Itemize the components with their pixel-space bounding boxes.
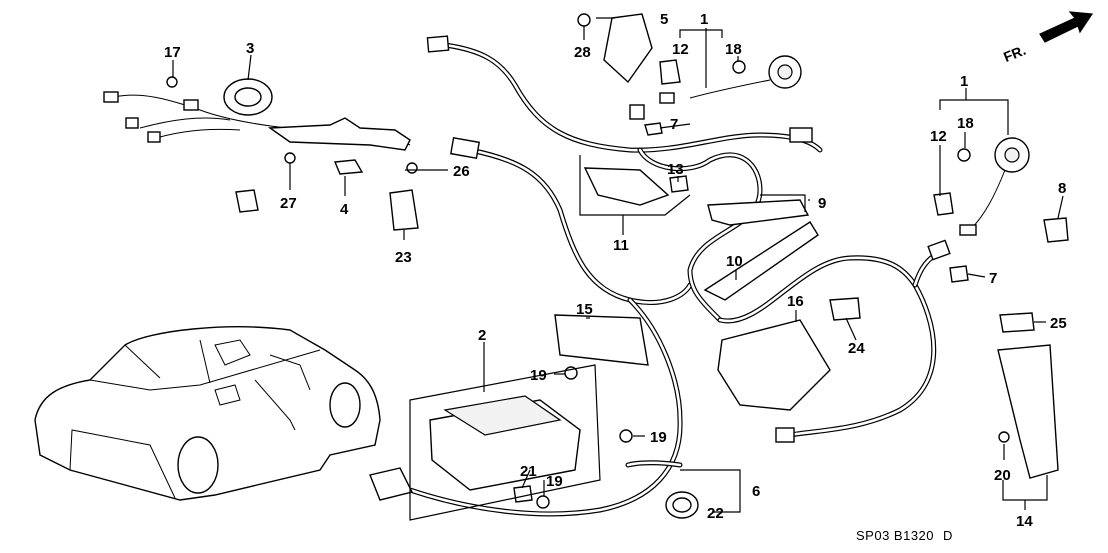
front-direction-arrow: FR. xyxy=(1001,11,1094,65)
callout-2: 2 xyxy=(478,327,486,344)
callout-12-right: 12 xyxy=(930,128,947,145)
callout-18-top: 18 xyxy=(725,41,742,58)
callout-7-top: 7 xyxy=(670,116,678,133)
callout-20: 20 xyxy=(994,467,1011,484)
callout-22: 22 xyxy=(707,505,724,522)
impact-sensors xyxy=(689,55,1030,236)
callout-numbers: 17 3 27 4 26 23 28 5 1 12 18 7 13 11 9 1… xyxy=(164,11,1067,530)
callout-12-top: 12 xyxy=(672,41,689,58)
callout-19-a: 19 xyxy=(530,367,547,384)
callout-14: 14 xyxy=(1016,513,1033,530)
callout-16: 16 xyxy=(787,293,804,310)
cable-reel-harness xyxy=(103,78,411,151)
diagram-code-text: SP03 B1320 xyxy=(856,528,934,543)
leader-lines xyxy=(172,17,1064,513)
callout-24: 24 xyxy=(848,340,865,357)
harness-connectors xyxy=(426,35,951,443)
callout-25: 25 xyxy=(1050,315,1067,332)
group-outline-11 xyxy=(579,155,691,235)
callout-9: 9 xyxy=(818,195,826,212)
callout-18-right: 18 xyxy=(957,115,974,132)
callout-6: 6 xyxy=(752,483,760,500)
callout-23: 23 xyxy=(395,249,412,266)
callout-10: 10 xyxy=(726,253,743,270)
callout-7-right: 7 xyxy=(989,270,997,287)
callout-3: 3 xyxy=(246,40,254,57)
callout-17: 17 xyxy=(164,44,181,61)
callout-4: 4 xyxy=(340,201,349,218)
callout-27: 27 xyxy=(280,195,297,212)
callout-28: 28 xyxy=(574,44,591,61)
callout-15: 15 xyxy=(576,301,593,318)
callout-21: 21 xyxy=(520,463,537,480)
callout-11: 11 xyxy=(613,237,629,254)
diagram-code-suffix: D xyxy=(943,528,953,543)
front-label: FR. xyxy=(1001,42,1028,65)
callout-1-right: 1 xyxy=(960,73,968,90)
callout-26: 26 xyxy=(453,163,470,180)
diagram-code: SP03 B1320 D xyxy=(856,528,953,543)
callout-13: 13 xyxy=(667,161,684,178)
small-parts xyxy=(235,13,1069,519)
srs-unit xyxy=(369,395,581,501)
callout-19-c: 19 xyxy=(546,473,563,490)
callout-8: 8 xyxy=(1058,180,1066,197)
vehicle-illustration xyxy=(34,326,381,501)
callout-5: 5 xyxy=(660,11,668,28)
callout-1-top: 1 xyxy=(700,11,708,28)
callout-19-b: 19 xyxy=(650,429,667,446)
srs-unit-bracket-box xyxy=(409,342,601,521)
